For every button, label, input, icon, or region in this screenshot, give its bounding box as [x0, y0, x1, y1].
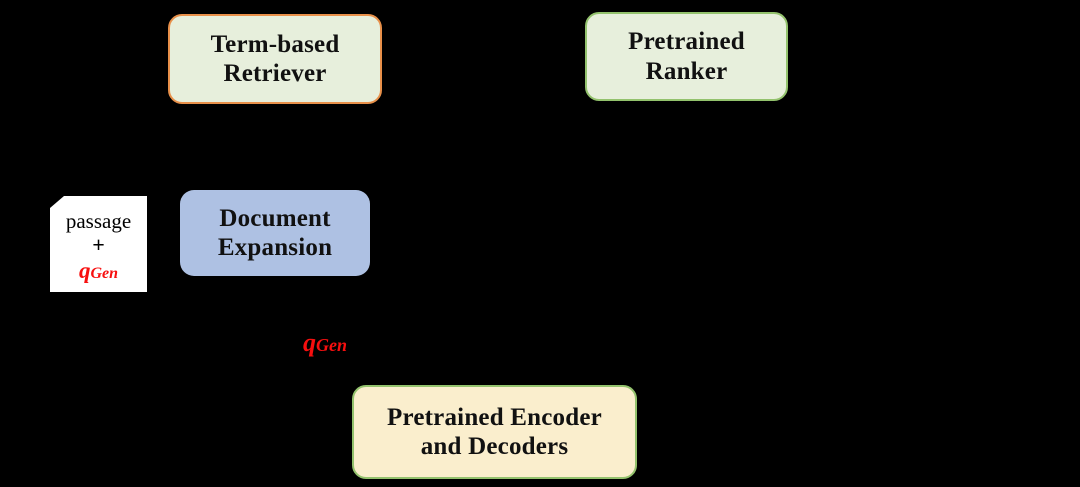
qgen-floating-subscript: Gen: [316, 335, 347, 355]
node-pretrained-encoder-decoders-label: Pretrained Encoder and Decoders: [387, 403, 602, 461]
node-term-based-retriever-label: Term-based Retriever: [210, 30, 340, 88]
passage-text: passage: [65, 208, 132, 233]
node-pretrained-ranker[interactable]: Pretrained Ranker: [585, 12, 788, 101]
node-document-expansion-label: Document Expansion: [217, 204, 333, 262]
plus-symbol: +: [92, 231, 105, 257]
qgen-floating-base: q: [303, 328, 316, 357]
qgen-subscript-in-document: Gen: [90, 264, 119, 282]
node-pretrained-ranker-label: Pretrained Ranker: [628, 28, 745, 85]
node-pretrained-encoder-decoders[interactable]: Pretrained Encoder and Decoders: [352, 385, 637, 479]
qgen-token-in-document: qGen: [79, 259, 118, 282]
qgen-base-in-document: q: [78, 257, 91, 283]
node-term-based-retriever[interactable]: Term-based Retriever: [168, 14, 382, 104]
node-document-expansion[interactable]: Document Expansion: [180, 190, 370, 276]
document-page-icon[interactable]: passage + qGen: [50, 196, 147, 292]
qgen-floating-label: qGen: [303, 328, 347, 358]
